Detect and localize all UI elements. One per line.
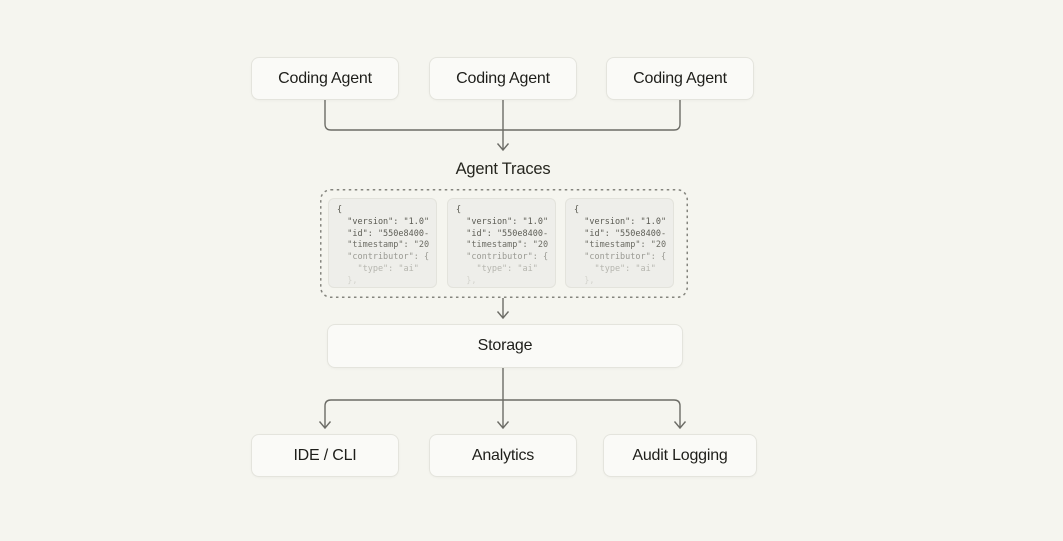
node-coding-agent-3: Coding Agent	[606, 57, 754, 100]
code-line: "type": "ai"	[337, 263, 419, 274]
code-line: "id": "550e8400-	[337, 228, 430, 239]
code-line: "timestamp": "20	[574, 240, 667, 251]
agent-traces-title: Agent Traces	[455, 160, 551, 178]
connector-bottom-left	[324, 399, 503, 427]
code-line: {	[337, 205, 343, 215]
arrowhead-to-traces-icon	[496, 143, 510, 152]
arrowhead-to-storage-icon	[496, 311, 510, 320]
arrowhead-to-audit-logging-icon	[673, 421, 687, 430]
code-line: "timestamp": "20	[337, 240, 430, 251]
trace-group-border	[320, 189, 688, 298]
code-line: "contributor": {	[456, 252, 549, 263]
node-ide-cli-label: IDE / CLI	[293, 446, 357, 464]
node-coding-agent-1: Coding Agent	[251, 57, 399, 100]
arrowhead-to-ide-cli-icon	[318, 421, 332, 430]
node-storage: Storage	[327, 324, 683, 368]
code-line: },	[337, 275, 358, 286]
node-coding-agent-3-label: Coding Agent	[633, 69, 727, 87]
code-line: {	[456, 205, 462, 215]
code-line: {	[574, 205, 580, 215]
node-storage-label: Storage	[477, 337, 533, 354]
node-coding-agent-2-label: Coding Agent	[456, 69, 550, 87]
code-line: "version": "1.0"	[337, 216, 430, 227]
trace-card-2: { "version": "1.0" "id": "550e8400- "tim…	[447, 198, 556, 288]
node-analytics: Analytics	[429, 434, 577, 477]
connector-bottom-right	[503, 399, 681, 427]
node-coding-agent-2: Coding Agent	[429, 57, 577, 100]
connector-top-right	[503, 100, 681, 131]
arrowhead-to-analytics-icon	[496, 421, 510, 430]
code-line: "type": "ai"	[574, 263, 656, 274]
code-line: "version": "1.0"	[456, 216, 549, 227]
code-line: "contributor": {	[574, 252, 667, 263]
code-line: "id": "550e8400-	[574, 228, 667, 239]
code-line: },	[456, 275, 477, 286]
node-audit-logging: Audit Logging	[603, 434, 757, 477]
trace-card-1: { "version": "1.0" "id": "550e8400- "tim…	[328, 198, 437, 288]
code-line: "id": "550e8400-	[456, 228, 549, 239]
code-line: "timestamp": "20	[456, 240, 549, 251]
node-audit-logging-label: Audit Logging	[632, 446, 728, 464]
code-line: "type": "ai"	[456, 263, 538, 274]
connector-top-left	[324, 100, 503, 131]
code-line: "contributor": {	[337, 252, 430, 263]
node-coding-agent-1-label: Coding Agent	[278, 69, 372, 87]
code-line: },	[574, 275, 595, 286]
trace-card-3: { "version": "1.0" "id": "550e8400- "tim…	[565, 198, 674, 288]
code-line: "version": "1.0"	[574, 216, 667, 227]
node-analytics-label: Analytics	[471, 446, 535, 464]
node-ide-cli: IDE / CLI	[251, 434, 399, 477]
